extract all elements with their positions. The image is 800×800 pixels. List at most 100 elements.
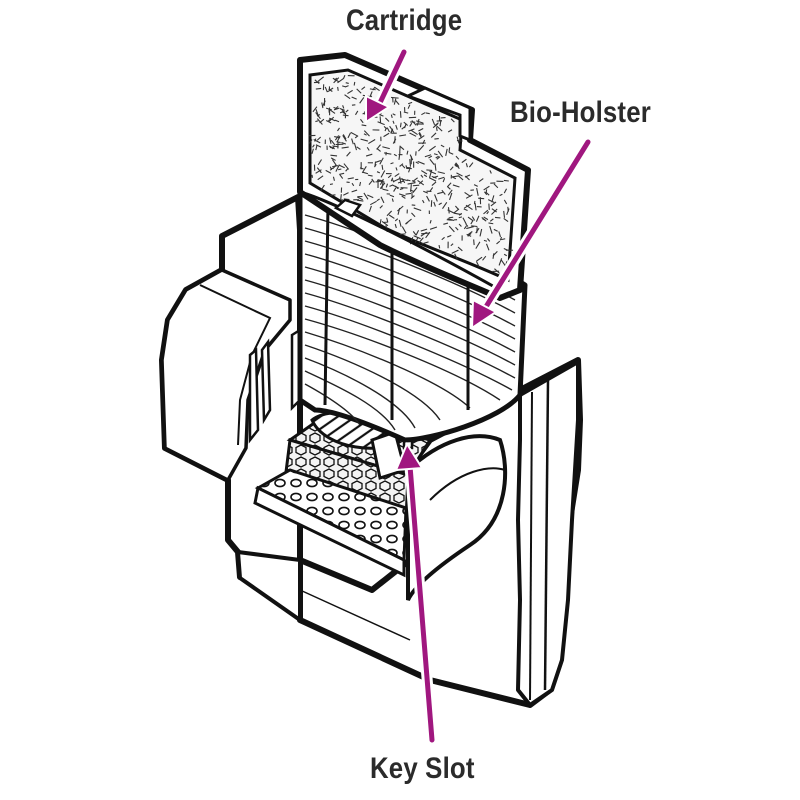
media-fiber — [467, 232, 472, 237]
media-fiber — [428, 155, 433, 159]
media-fiber — [464, 174, 471, 178]
media-fiber — [423, 174, 428, 178]
media-fiber — [492, 253, 495, 259]
media-fiber — [450, 243, 454, 247]
media-fiber — [316, 136, 322, 141]
housing-front-opening — [406, 434, 508, 601]
media-fiber — [343, 74, 346, 79]
media-fiber — [418, 144, 425, 152]
housing-bottom-line — [299, 558, 373, 592]
media-fiber — [342, 114, 349, 117]
media-fiber — [424, 154, 432, 158]
media-fiber — [455, 226, 459, 231]
bio-holster-arrow — [470, 136, 594, 330]
media-fiber — [418, 237, 424, 243]
media-fiber — [351, 189, 358, 193]
media-fiber — [345, 168, 349, 172]
media-fiber — [451, 175, 460, 178]
media-fiber — [370, 200, 377, 206]
media-fiber — [313, 138, 321, 144]
media-fiber — [337, 77, 345, 84]
media-fiber — [434, 163, 437, 171]
media-fiber — [491, 195, 495, 203]
media-fiber — [429, 226, 438, 230]
media-fiber — [476, 256, 483, 262]
media-fiber — [473, 184, 478, 187]
media-fiber — [416, 120, 424, 124]
media-fiber — [455, 155, 460, 160]
media-fiber — [418, 132, 423, 139]
media-fiber — [399, 163, 404, 167]
media-fiber — [431, 181, 437, 186]
media-fiber — [416, 118, 420, 126]
arrow-head-icon — [394, 441, 424, 472]
media-fiber — [369, 91, 373, 98]
media-fiber — [367, 194, 374, 199]
media-fiber — [478, 197, 485, 200]
media-fiber — [458, 175, 464, 181]
media-fiber — [386, 210, 393, 217]
media-fiber — [403, 111, 409, 114]
media-fiber — [336, 135, 341, 143]
media-fiber — [397, 205, 404, 212]
media-fiber — [440, 144, 445, 148]
media-fiber — [490, 201, 497, 207]
media-fiber — [421, 241, 429, 245]
media-fiber — [394, 223, 397, 229]
media-fiber — [431, 118, 436, 126]
media-fiber — [482, 255, 487, 261]
media-fiber — [328, 108, 336, 114]
media-fiber — [342, 85, 346, 88]
media-fiber — [420, 174, 424, 178]
media-fiber — [410, 184, 412, 192]
media-fiber — [328, 117, 336, 122]
media-fiber — [362, 171, 369, 175]
housing-right-edge — [543, 379, 550, 691]
media-fiber — [379, 205, 383, 209]
media-fiber — [411, 212, 416, 218]
media-fiber — [315, 144, 322, 148]
media-fiber — [374, 161, 377, 167]
media-fiber — [369, 88, 376, 91]
media-fiber — [441, 189, 446, 195]
media-fiber — [470, 220, 474, 225]
media-fiber — [436, 156, 441, 160]
media-fiber — [399, 111, 402, 118]
media-fiber — [439, 119, 442, 127]
media-fiber — [363, 133, 367, 136]
media-fiber — [399, 187, 404, 191]
bio-holster-label: Bio-Holster — [510, 96, 651, 129]
media-fiber — [483, 216, 489, 221]
media-fiber — [493, 228, 498, 232]
media-fiber — [383, 152, 392, 155]
media-fiber — [329, 87, 334, 91]
media-fiber — [355, 110, 359, 116]
media-fiber — [458, 216, 463, 219]
cartridge — [297, 52, 531, 301]
media-fiber — [463, 208, 468, 212]
media-fiber — [425, 112, 430, 115]
bio-holster-seam — [323, 204, 330, 406]
media-fiber — [503, 210, 506, 218]
media-fiber — [417, 179, 425, 186]
media-fiber — [315, 120, 319, 123]
media-fiber — [423, 190, 429, 194]
cartridge-label: Cartridge — [346, 4, 463, 37]
cartridge-handle-tab — [404, 86, 472, 143]
media-fiber — [347, 89, 353, 95]
media-fiber — [368, 139, 376, 145]
media-fiber — [498, 258, 503, 266]
media-fiber — [447, 129, 453, 133]
media-fiber — [483, 209, 489, 215]
media-fiber — [458, 223, 462, 227]
media-fiber — [475, 227, 480, 234]
media-fiber — [418, 180, 424, 185]
media-fiber — [418, 128, 424, 132]
media-fiber — [500, 259, 506, 267]
media-fiber — [491, 208, 497, 213]
media-fiber — [411, 120, 417, 126]
media-fiber — [454, 205, 459, 210]
media-fiber — [503, 199, 508, 205]
media-fiber — [429, 219, 432, 224]
